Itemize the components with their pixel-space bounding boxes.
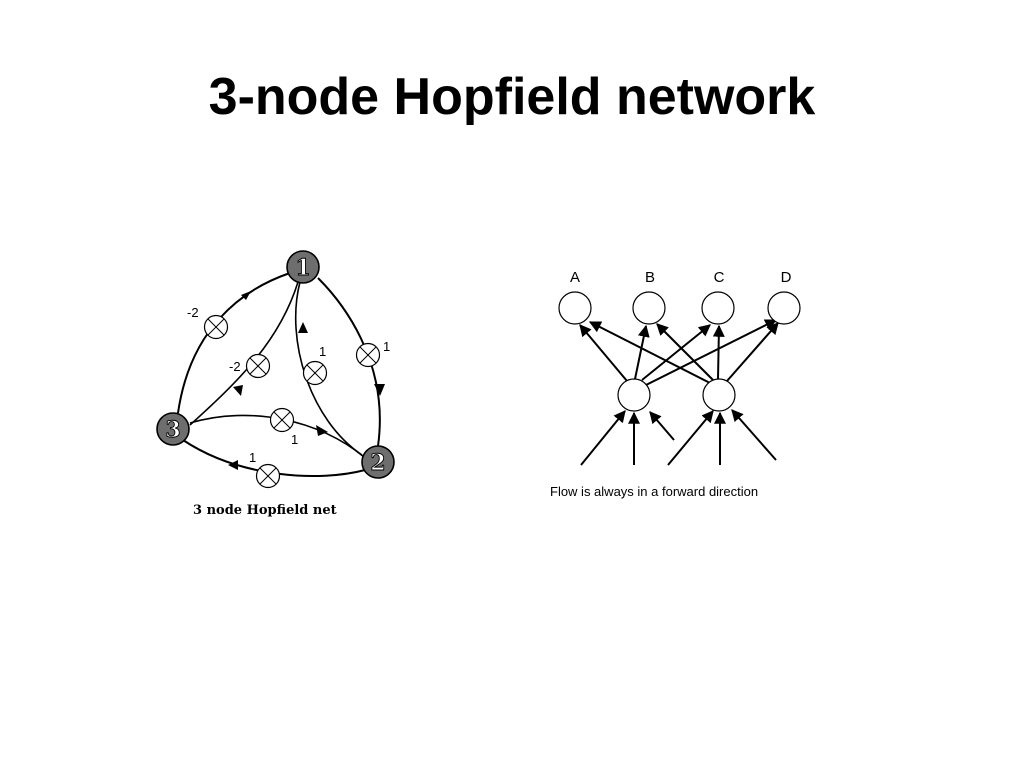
forward-connection [645, 319, 778, 386]
arrowhead [298, 322, 308, 333]
forward-connection [588, 321, 711, 384]
input-arrow [667, 410, 714, 466]
output-label-d: D [781, 269, 792, 286]
forward-connection [726, 322, 779, 382]
arrowhead [316, 425, 328, 436]
hopfield-node-1: 1 [286, 250, 320, 284]
output-node-c [701, 291, 735, 325]
node-label: 2 [370, 450, 385, 476]
weight-label: 1 [383, 339, 390, 354]
forward-connection [579, 324, 628, 382]
arrowhead [374, 384, 385, 396]
weight-label: -2 [187, 305, 199, 320]
edge-3-1-inner [189, 281, 299, 426]
input-arrow [731, 409, 777, 461]
node-label: 3 [165, 417, 180, 443]
forward-connection [656, 323, 714, 381]
input-arrow [580, 410, 626, 466]
weight-label: 1 [319, 344, 326, 359]
forward-connection [634, 324, 650, 380]
edge-1-3-outer [177, 272, 291, 414]
hidden-node-right [702, 378, 736, 412]
input-arrow [649, 411, 675, 441]
feedforward-diagram: A B C D Flow is always in a forward dire… [550, 269, 801, 499]
output-node-b [632, 291, 666, 325]
weight-label: 1 [249, 450, 256, 465]
feedforward-caption: Flow is always in a forward direction [550, 484, 758, 499]
edge-1-2-outer [317, 277, 381, 447]
forward-connection [712, 324, 725, 380]
output-label-c: C [714, 269, 725, 286]
arrowhead [233, 385, 243, 396]
hopfield-caption: 3 node Hopfield net [193, 503, 337, 518]
multiplier-1-3-outer [203, 314, 229, 340]
multiplier-3-2-inner [269, 407, 295, 433]
weight-label: 1 [291, 432, 298, 447]
node-label: 1 [295, 255, 310, 281]
multiplier-2-1-inner [302, 360, 328, 386]
hidden-node-left [617, 378, 651, 412]
forward-connection [641, 324, 711, 381]
output-node-d [767, 291, 801, 325]
arrowhead [241, 291, 251, 300]
arrowhead [228, 460, 238, 470]
multiplier-1-2-outer [355, 342, 381, 368]
weight-label: -2 [229, 359, 241, 374]
hopfield-node-2: 2 [361, 445, 395, 479]
multiplier-2-3-outer [255, 463, 281, 489]
slide-title: 3-node Hopfield network [208, 68, 816, 126]
output-node-a [558, 291, 592, 325]
output-label-b: B [645, 269, 655, 286]
multiplier-3-1-inner [245, 353, 271, 379]
hopfield-node-3: 3 [156, 412, 190, 446]
hopfield-diagram: -2 -2 1 1 1 1 1 2 3 3 node Hopfield net [156, 250, 395, 518]
output-label-a: A [570, 269, 580, 286]
